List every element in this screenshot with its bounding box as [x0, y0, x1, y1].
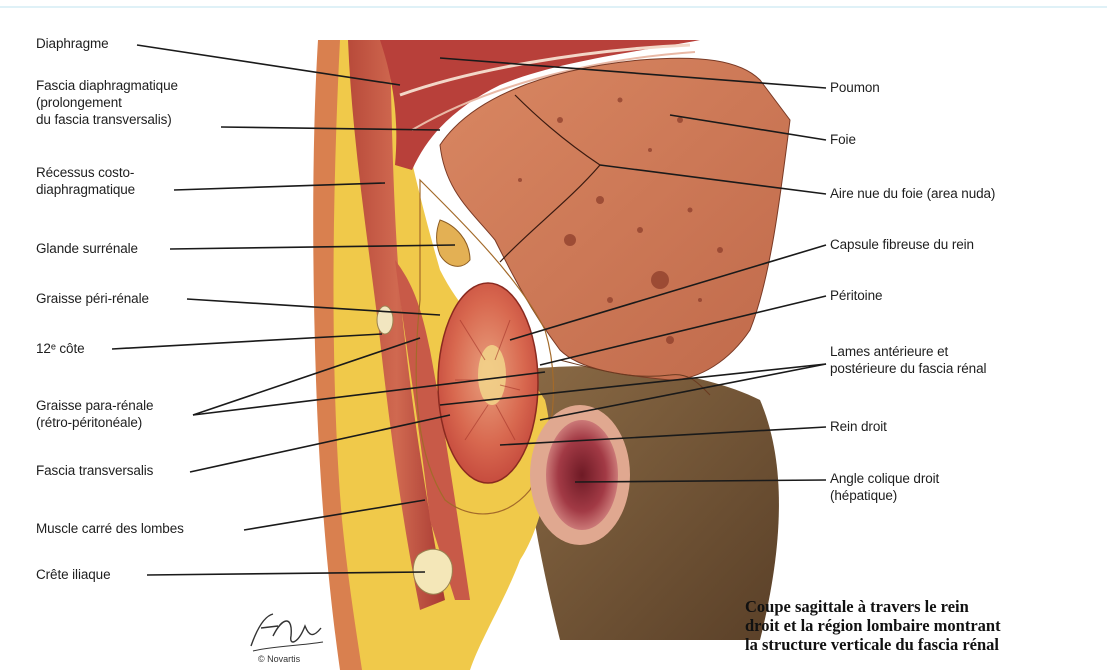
label-rein-droit: Rein droit: [830, 418, 887, 435]
label-diaphragme: Diaphragme: [36, 35, 109, 52]
label-recessus-costo-diaphragmatique: Récessus costo- diaphragmatique: [36, 164, 135, 198]
label-graisse-peri-renale: Graisse péri-rénale: [36, 290, 149, 307]
label-poumon: Poumon: [830, 79, 880, 96]
adrenal-gland: [437, 220, 470, 266]
label-fascia-diaphragmatique: Fascia diaphragmatique (prolongement du …: [36, 77, 178, 128]
label-peritoine: Péritoine: [830, 287, 882, 304]
colon: [546, 420, 618, 530]
figure-caption: Coupe sagittale à travers le rein droit …: [745, 597, 1085, 654]
label-angle-colique-droit: Angle colique droit (hépatique): [830, 470, 939, 504]
label-12e-cote: 12ᵉ côte: [36, 340, 85, 357]
label-lames-fascia-renal: Lames antérieure et postérieure du fasci…: [830, 343, 986, 377]
label-capsule-fibreuse-du-rein: Capsule fibreuse du rein: [830, 236, 974, 253]
copyright-note: © Novartis: [258, 654, 300, 664]
label-graisse-para-renale: Graisse para-rénale (rétro-péritonéale): [36, 397, 153, 431]
label-aire-nue-du-foie: Aire nue du foie (area nuda): [830, 185, 995, 202]
label-muscle-carre-des-lombes: Muscle carré des lombes: [36, 520, 184, 537]
kidney-hilum: [478, 345, 506, 405]
label-glande-surrenale: Glande surrénale: [36, 240, 138, 257]
label-fascia-transversalis: Fascia transversalis: [36, 462, 153, 479]
rib-12: [377, 306, 393, 334]
label-foie: Foie: [830, 131, 856, 148]
label-crete-iliaque: Crête iliaque: [36, 566, 111, 583]
